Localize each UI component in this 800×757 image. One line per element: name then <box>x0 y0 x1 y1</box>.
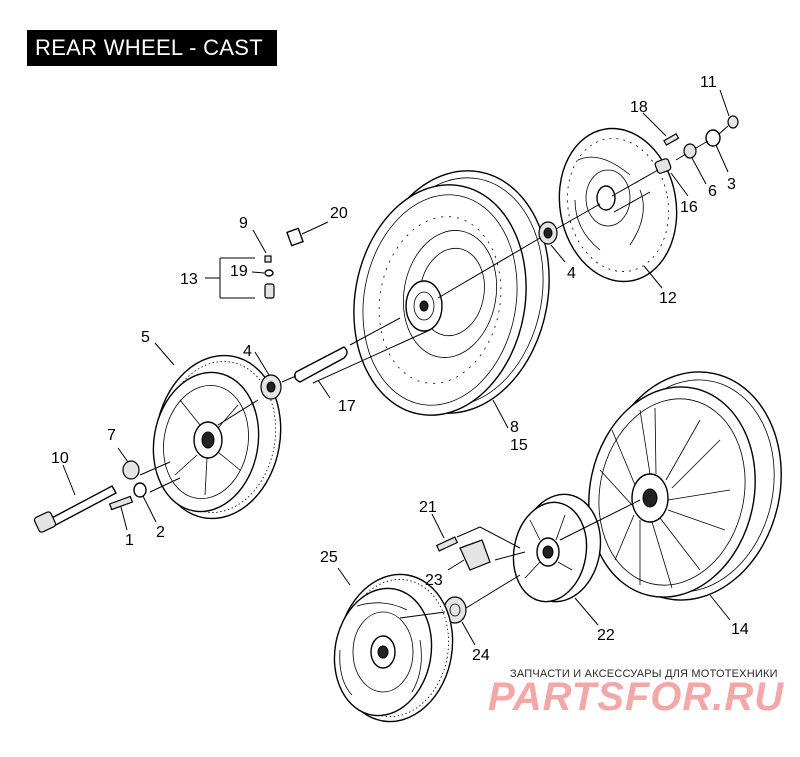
callout-labels: 1 2 3 4 4 5 6 7 8 9 10 11 12 13 14 15 16… <box>51 74 749 664</box>
callout-14: 14 <box>731 621 749 638</box>
callout-6: 6 <box>708 183 717 200</box>
callout-3: 3 <box>727 176 736 193</box>
callout-4-pulley: 4 <box>243 343 252 360</box>
drive-pulley <box>333 573 454 723</box>
page-title: REAR WHEEL - CAST <box>35 35 263 60</box>
callout-23: 23 <box>425 572 443 589</box>
callout-13: 13 <box>180 271 198 288</box>
callout-24: 24 <box>472 647 490 664</box>
callout-16: 16 <box>680 199 698 216</box>
watermark-logo: PARTSFOR.RU <box>488 675 784 719</box>
callout-11: 11 <box>700 74 717 91</box>
callout-12: 12 <box>659 290 677 307</box>
spoked-wheel-rim <box>353 170 550 416</box>
callout-22: 22 <box>597 627 615 644</box>
rear-axle <box>33 485 117 533</box>
callout-18: 18 <box>630 99 648 116</box>
callout-19: 19 <box>230 263 248 280</box>
assembly-lines <box>139 125 729 619</box>
callout-15: 15 <box>510 437 528 454</box>
callout-20: 20 <box>330 205 348 222</box>
callout-5: 5 <box>141 329 150 346</box>
watermark-caption: ЗАПЧАСТИ И АКСЕССУАРЫ ДЛЯ МОТОТЕХНИКИ <box>510 668 778 680</box>
callout-7: 7 <box>107 427 116 444</box>
callout-8: 8 <box>510 419 519 436</box>
cast-wheel <box>588 371 782 601</box>
callout-25: 25 <box>320 549 338 566</box>
callout-17: 17 <box>338 398 356 415</box>
axle-parts <box>108 346 348 511</box>
brake-disc <box>558 127 678 283</box>
leader-lines <box>62 89 731 646</box>
title-banner: REAR WHEEL - CAST <box>27 30 277 66</box>
callout-9: 9 <box>239 215 248 232</box>
disc-hardware <box>538 115 739 245</box>
bracket-hardware <box>435 536 491 571</box>
callout-2: 2 <box>156 524 165 541</box>
rear-pulley <box>152 354 282 520</box>
callout-1: 1 <box>125 532 134 549</box>
callout-10: 10 <box>51 450 69 467</box>
callout-4-disc: 4 <box>567 265 576 282</box>
valve-stem-parts <box>264 227 304 299</box>
watermark: ЗАПЧАСТИ И АКСЕССУАРЫ ДЛЯ МОТОТЕХНИКИ PA… <box>488 668 784 719</box>
pulley-flange <box>512 493 602 603</box>
callout-21: 21 <box>419 499 437 516</box>
